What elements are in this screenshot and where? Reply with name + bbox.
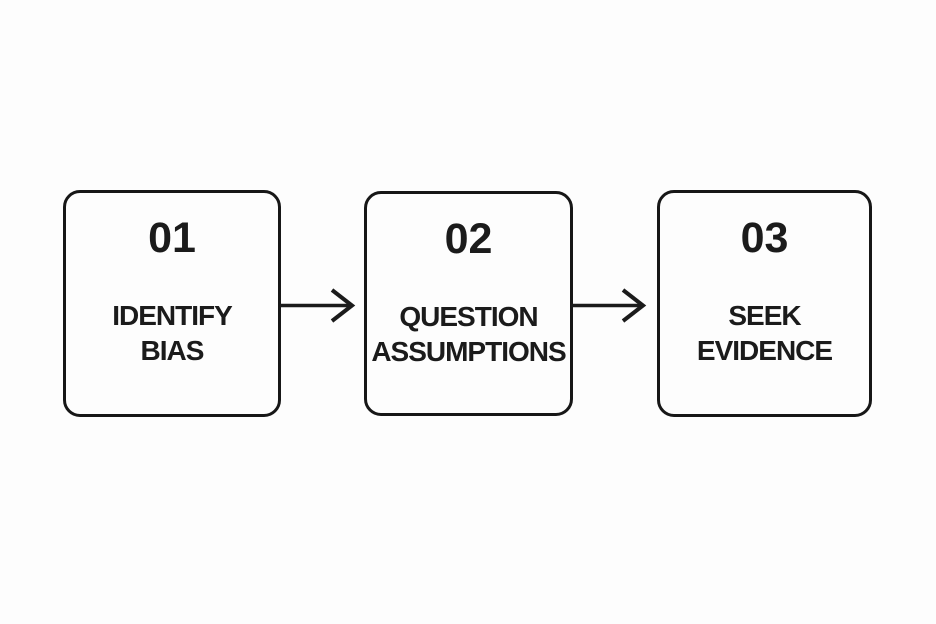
step-label-line: EVIDENCE [696, 335, 833, 366]
step-label: QUESTION ASSUMPTIONS [367, 299, 570, 369]
step-label-line: QUESTION [399, 301, 538, 332]
step-label-line: BIAS [140, 335, 205, 366]
step-label: SEEK EVIDENCE [660, 298, 869, 368]
step-number: 02 [444, 215, 493, 263]
arrow-right-icon [571, 288, 647, 323]
step-box-question-assumptions: 02 QUESTION ASSUMPTIONS [364, 191, 573, 416]
step-label: IDENTIFY BIAS [66, 298, 278, 368]
step-box-seek-evidence: 03 SEEK EVIDENCE [657, 190, 872, 417]
step-label-line: ASSUMPTIONS [371, 336, 566, 367]
step-number: 01 [148, 214, 196, 262]
step-box-identify-bias: 01 IDENTIFY BIAS [63, 190, 281, 417]
arrow-right-icon [280, 288, 356, 323]
step-label-line: IDENTIFY [112, 300, 233, 331]
step-label-line: SEEK [728, 300, 801, 331]
step-number: 03 [740, 214, 789, 262]
